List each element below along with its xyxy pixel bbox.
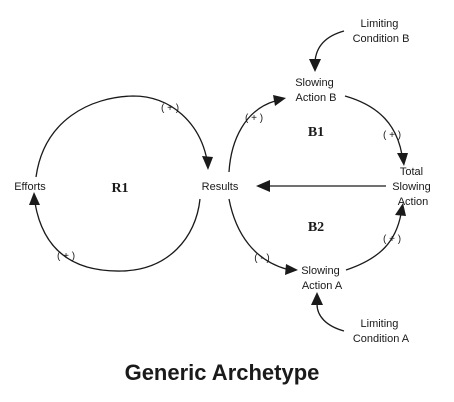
arrowhead-efforts-from-results (29, 192, 40, 205)
node-slowing-action-a-line-1: Slowing (301, 265, 340, 277)
node-slowing-action-b: Slowing Action B (295, 77, 337, 104)
arrowhead-slowing-b-from-results (273, 95, 286, 106)
node-limiting-condition-b: Limiting Condition B (353, 18, 410, 45)
node-limiting-condition-a: Limiting Condition A (353, 318, 410, 345)
polarity-slowing-b-to-total: ( + ) (383, 130, 401, 141)
edge-results-to-efforts (34, 198, 201, 272)
arrowhead-slowing-b-from-limiting-b (309, 59, 321, 72)
arrowhead-results-from-total (256, 180, 270, 192)
edge-limiting-b-to-slowing-b (314, 30, 345, 63)
edge-results-to-slowing-a (228, 198, 287, 270)
node-total-slowing-action-line-2: Slowing (392, 181, 431, 193)
node-limiting-condition-b-line-1: Limiting (361, 18, 399, 30)
edge-limiting-a-to-slowing-a (316, 303, 345, 332)
arrowhead-total-from-slowing-a (395, 203, 406, 216)
polarity-results-to-slowing-a: ( - ) (254, 253, 270, 264)
node-slowing-action-b-line-2: Action B (296, 92, 337, 104)
polarity-efforts-to-results: ( + ) (161, 103, 179, 114)
arrowhead-total-from-slowing-b (397, 153, 408, 166)
node-total-slowing-action: Total Slowing Action (392, 166, 434, 208)
loop-label-b2: B2 (308, 220, 324, 235)
polarity-results-to-efforts: ( + ) (57, 251, 75, 262)
node-slowing-action-a: Slowing Action A (301, 265, 343, 292)
edge-efforts-to-results (35, 95, 208, 178)
loop-label-r1: R1 (111, 181, 128, 196)
diagram-title: Generic Archetype (125, 360, 320, 385)
polarity-results-to-slowing-b: ( + ) (245, 113, 263, 124)
node-total-slowing-action-line-1: Total (400, 166, 423, 178)
node-limiting-condition-a-line-1: Limiting (361, 318, 399, 330)
node-limiting-condition-a-line-2: Condition A (353, 333, 410, 345)
arrowhead-slowing-a-from-results (285, 264, 298, 275)
node-limiting-condition-b-line-2: Condition B (353, 33, 410, 45)
node-results: Results (202, 181, 239, 193)
loop-label-b1: B1 (308, 125, 324, 140)
arrowhead-slowing-a-from-limiting-a (311, 292, 323, 305)
edge-results-to-slowing-b (228, 100, 276, 173)
node-slowing-action-b-line-1: Slowing (295, 77, 334, 89)
arrowhead-results-from-efforts (202, 156, 213, 170)
node-efforts: Efforts (14, 181, 46, 193)
node-slowing-action-a-line-2: Action A (302, 280, 343, 292)
node-total-slowing-action-line-3: Action (398, 196, 429, 208)
edge-slowing-b-to-total (344, 95, 403, 156)
edge-slowing-a-to-total (345, 213, 402, 271)
polarity-slowing-a-to-total: ( + ) (383, 234, 401, 245)
